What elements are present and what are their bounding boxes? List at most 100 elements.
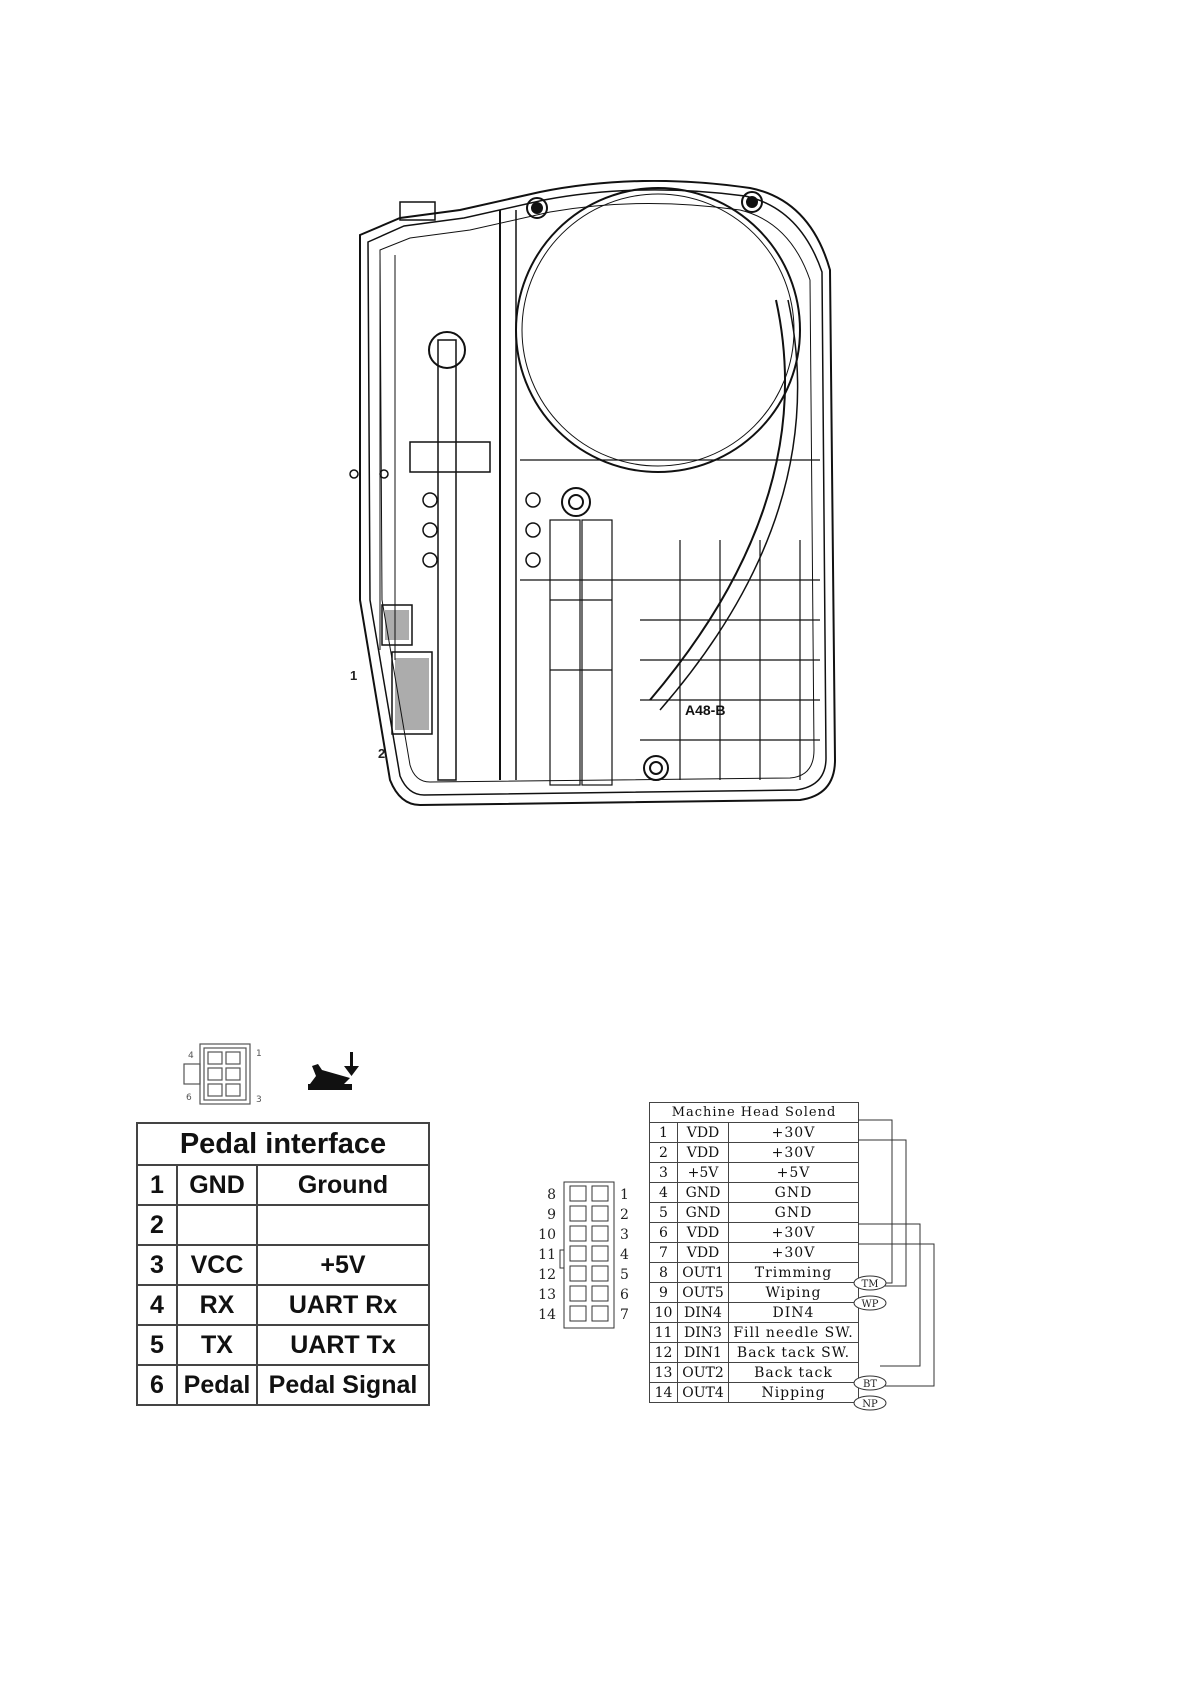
- connector-pin-3: 3: [256, 1095, 262, 1105]
- description-cell: Pedal Signal: [256, 1364, 430, 1406]
- function-cell: +30V: [728, 1222, 859, 1243]
- pedal-connector: [381, 604, 413, 646]
- pedal-table-title: Pedal interface: [136, 1122, 430, 1166]
- solenoid-label: BT: [863, 1379, 877, 1390]
- connector-left-pin: 14: [538, 1307, 556, 1323]
- pin-cell: 4: [649, 1182, 678, 1203]
- pin-cell: 13: [649, 1362, 678, 1383]
- pin-cell: 3: [649, 1162, 678, 1183]
- solenoid-label: TM: [862, 1279, 879, 1290]
- connector-pin-6: 6: [186, 1093, 192, 1103]
- function-cell: Trimming: [728, 1262, 859, 1283]
- housing-outline: [359, 180, 837, 807]
- pin-cell: 12: [649, 1342, 678, 1363]
- signal-cell: VDD: [677, 1242, 729, 1263]
- connector-right-pin: 5: [620, 1267, 629, 1283]
- signal-cell: VCC: [176, 1244, 258, 1286]
- table-row: 3+5V+5V: [649, 1162, 859, 1183]
- signal-cell: TX: [176, 1324, 258, 1366]
- table-row: 2: [136, 1204, 430, 1246]
- signal-cell: RX: [176, 1284, 258, 1326]
- pin-socket: [569, 1185, 587, 1202]
- table-row: 4 RX UART Rx: [136, 1284, 430, 1326]
- function-cell: GND: [728, 1182, 859, 1203]
- signal-cell: DIN4: [677, 1302, 729, 1323]
- signal-cell: +5V: [677, 1162, 729, 1183]
- pin-socket: [591, 1305, 609, 1322]
- function-cell: +30V: [728, 1142, 859, 1163]
- connector-left-pin: 9: [547, 1207, 556, 1223]
- machine-head-connector: [391, 651, 433, 735]
- description-cell: +5V: [256, 1244, 430, 1286]
- function-cell: Nipping: [728, 1382, 859, 1403]
- pin-cell: 2: [136, 1204, 178, 1246]
- pedal-interface-table: Pedal interface 1 GND Ground 2 3 VCC +5V…: [136, 1122, 430, 1406]
- pin-socket: [591, 1185, 609, 1202]
- connector-left-pin: 13: [538, 1287, 556, 1303]
- pin-socket: [569, 1245, 587, 1262]
- signal-cell: Pedal: [176, 1364, 258, 1406]
- pin-cell: 5: [649, 1202, 678, 1223]
- pin-cell: 2: [649, 1142, 678, 1163]
- pin-socket: [569, 1205, 587, 1222]
- connector-right-pin: 4: [620, 1247, 629, 1263]
- signal-cell: GND: [677, 1182, 729, 1203]
- function-cell: DIN4: [728, 1302, 859, 1323]
- pin-socket: [569, 1285, 587, 1302]
- connector-pin-4: 4: [188, 1051, 194, 1061]
- connector-right-pin: 7: [620, 1307, 629, 1323]
- solenoid-label: WP: [861, 1299, 878, 1310]
- pin-socket: [591, 1285, 609, 1302]
- signal-cell: GND: [176, 1164, 258, 1206]
- connector-right-pin: 2: [620, 1207, 629, 1223]
- table-row: 3 VCC +5V: [136, 1244, 430, 1286]
- signal-cell: OUT4: [677, 1382, 729, 1403]
- signal-cell: OUT2: [677, 1362, 729, 1383]
- pedal-icon: [308, 1052, 359, 1090]
- connector-right-pin: 6: [620, 1287, 629, 1303]
- function-cell: +30V: [728, 1242, 859, 1263]
- function-cell: Wiping: [728, 1282, 859, 1303]
- pin-cell: 10: [649, 1302, 678, 1323]
- function-cell: +5V: [728, 1162, 859, 1183]
- pin-cell: 11: [649, 1322, 678, 1343]
- connector-pin-1: 1: [256, 1049, 262, 1059]
- pin-cell: 1: [136, 1164, 178, 1206]
- description-cell: UART Rx: [256, 1284, 430, 1326]
- pin-cell: 1: [649, 1122, 678, 1143]
- signal-cell: OUT1: [677, 1262, 729, 1283]
- signal-cell: OUT5: [677, 1282, 729, 1303]
- function-cell: +30V: [728, 1122, 859, 1143]
- control-box-drawing: A48-B: [349, 180, 837, 807]
- pin-cell: 8: [649, 1262, 678, 1283]
- function-cell: GND: [728, 1202, 859, 1223]
- solenoid-label: NP: [862, 1399, 878, 1410]
- pin-cell: 3: [136, 1244, 178, 1286]
- description-cell: UART Tx: [256, 1324, 430, 1366]
- table-row: 1 GND Ground: [136, 1164, 430, 1206]
- pedal-icons: 4 1 6 3: [183, 1043, 359, 1105]
- fan-circle: [515, 187, 801, 473]
- function-cell: Back tack SW.: [728, 1342, 859, 1363]
- pin-cell: 7: [649, 1242, 678, 1263]
- signal-cell: [176, 1204, 258, 1246]
- signal-cell: VDD: [677, 1222, 729, 1243]
- pin-socket: [591, 1265, 609, 1282]
- pin-cell: 14: [649, 1382, 678, 1403]
- pin-socket: [591, 1245, 609, 1262]
- pin-cell: 6: [136, 1364, 178, 1406]
- pin-cell: 5: [136, 1324, 178, 1366]
- model-marking: A48-B: [685, 702, 725, 718]
- connector-left-pin: 8: [547, 1187, 556, 1203]
- signal-cell: VDD: [677, 1122, 729, 1143]
